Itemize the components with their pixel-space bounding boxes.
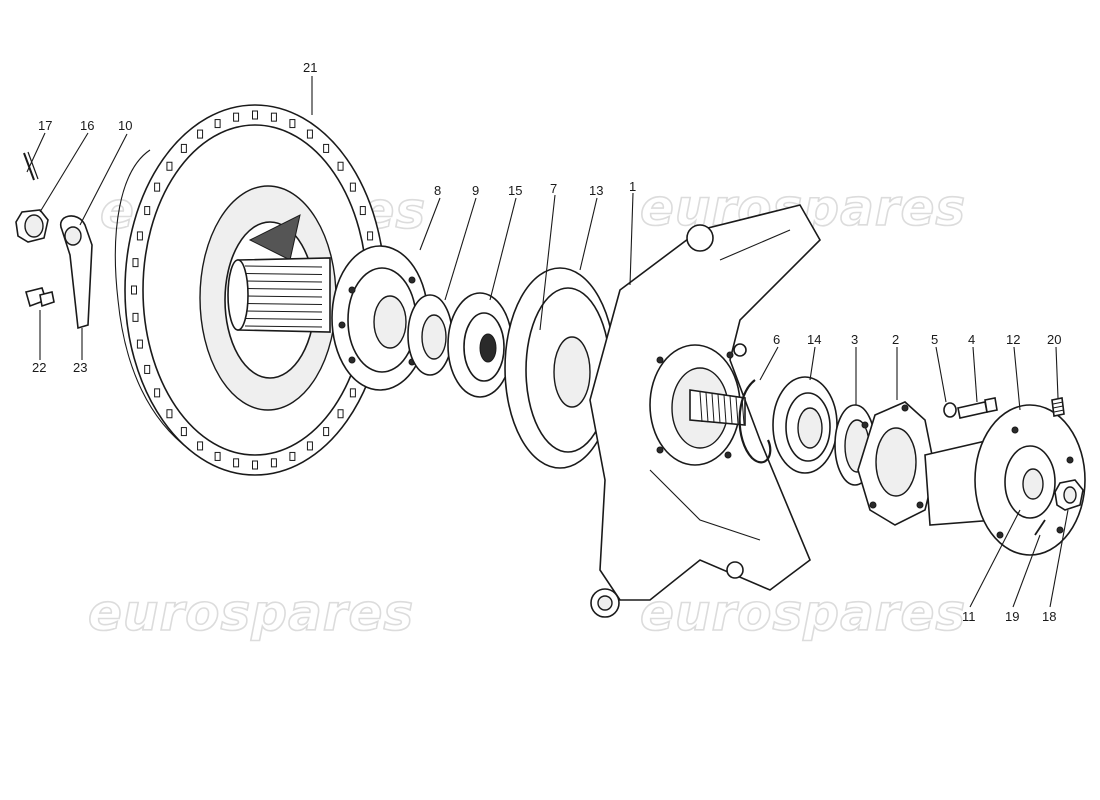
- vent-slot: [349, 388, 356, 398]
- vent-slot: [144, 364, 151, 374]
- hub-flange-part: [331, 245, 429, 391]
- castle-nut-part: [1054, 479, 1084, 511]
- callout-23: 23: [73, 360, 87, 375]
- callout-3: 3: [851, 332, 858, 347]
- callout-8: 8: [434, 183, 441, 198]
- callout-16: 16: [80, 118, 94, 133]
- vent-slot: [214, 119, 221, 129]
- callout-1: 1: [629, 179, 636, 194]
- vent-slot: [359, 206, 366, 216]
- spline-tooth: [244, 288, 323, 290]
- splined-shaft-part: [227, 257, 331, 333]
- vent-slot: [180, 143, 187, 153]
- vent-slot: [270, 458, 277, 468]
- callout-14: 14: [807, 332, 821, 347]
- vent-slot: [306, 441, 313, 451]
- callout-20: 20: [1047, 332, 1061, 347]
- inner-bearing-part: [407, 294, 453, 376]
- callout-6: 6: [773, 332, 780, 347]
- lever-arm-part: [59, 215, 93, 330]
- spline-tooth: [244, 295, 323, 298]
- stub-axle-part: [689, 389, 746, 426]
- thread-line: [723, 395, 727, 424]
- vent-slot: [270, 112, 277, 122]
- callout-5: 5: [931, 332, 938, 347]
- circlip-part: [738, 379, 772, 464]
- grub-screw-part: [1051, 397, 1065, 417]
- vent-slot: [252, 110, 258, 120]
- callout-15: 15: [508, 183, 522, 198]
- thread-line: [711, 393, 715, 423]
- callout-11: 11: [962, 609, 976, 624]
- callout-7: 7: [550, 181, 557, 196]
- spline-tooth: [244, 273, 323, 275]
- vent-slot: [197, 129, 204, 139]
- washer-part: [943, 402, 957, 418]
- callout-2: 2: [892, 332, 899, 347]
- vent-slot: [166, 409, 173, 419]
- thread-line: [735, 396, 739, 424]
- vent-slot: [132, 312, 139, 322]
- leader-lines: [26, 76, 1069, 608]
- spline-tooth: [244, 303, 323, 305]
- callout-12: 12: [1006, 332, 1020, 347]
- spline-tooth: [244, 310, 323, 313]
- callout-10: 10: [118, 118, 132, 133]
- callout-4: 4: [968, 332, 975, 347]
- spline-tooth: [244, 280, 323, 283]
- vent-slot: [136, 339, 143, 349]
- vent-slot: [349, 182, 356, 192]
- vent-slot: [166, 161, 173, 171]
- vent-slot: [233, 112, 240, 122]
- vent-slot: [154, 182, 161, 192]
- callout-21: 21: [303, 60, 317, 75]
- vent-slot: [306, 129, 313, 139]
- hub-nut-part: [15, 209, 49, 243]
- callout-18: 18: [1042, 609, 1056, 624]
- vent-slot: [367, 231, 374, 241]
- vent-slot: [289, 451, 296, 461]
- callout-22: 22: [32, 360, 46, 375]
- small-bolt-part: [25, 287, 55, 308]
- split-pin-part: [1034, 519, 1046, 536]
- callout-19: 19: [1005, 609, 1019, 624]
- vent-slot: [233, 458, 240, 468]
- vent-slot: [180, 427, 187, 437]
- vent-slot: [154, 388, 161, 398]
- taper-bearing-part: [447, 292, 513, 398]
- callout-9: 9: [472, 183, 479, 198]
- spline-tooth: [244, 325, 323, 328]
- vent-slot: [337, 409, 344, 419]
- outer-bearing-part: [772, 376, 838, 474]
- thread-line: [717, 394, 721, 423]
- vent-slot: [144, 206, 151, 216]
- callout-17: 17: [38, 118, 52, 133]
- spline-tooth: [244, 265, 323, 268]
- watermark-bottom-right: eurospares: [640, 584, 966, 642]
- watermark-bottom-left: eurospares: [88, 584, 414, 642]
- callout-labels: 21 17 16 10 22 23 8 9 15 7 13 1 6 14 3 2…: [32, 60, 1061, 624]
- vent-slot: [214, 451, 221, 461]
- thread-line: [705, 392, 709, 423]
- cotter-pin-part: [23, 151, 39, 181]
- thread-line: [729, 395, 733, 424]
- thread-line: [699, 391, 703, 423]
- vent-slot: [323, 427, 330, 437]
- spline-tooth: [244, 318, 323, 320]
- vent-slot: [252, 460, 258, 470]
- callout-13: 13: [589, 183, 603, 198]
- vent-slot: [323, 143, 330, 153]
- vent-slot: [337, 161, 344, 171]
- vent-slot: [289, 119, 296, 129]
- vent-slot: [132, 258, 139, 268]
- dust-cover-part: [504, 267, 616, 469]
- vent-slot: [136, 231, 143, 241]
- vent-slot: [131, 285, 137, 295]
- vent-slot: [197, 441, 204, 451]
- drive-flange-part: [924, 404, 1086, 556]
- bolt-part: [957, 397, 998, 419]
- retainer-plate-part: [857, 401, 936, 526]
